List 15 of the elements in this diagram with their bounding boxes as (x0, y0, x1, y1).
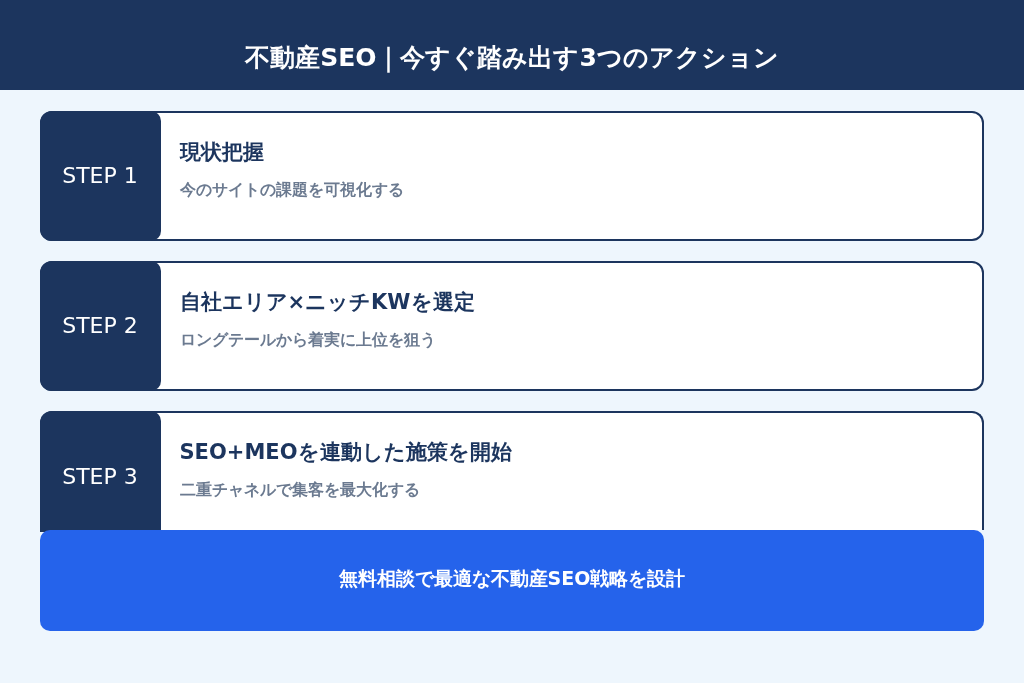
step-card (40, 411, 984, 530)
step-card (40, 261, 984, 391)
step-card (40, 111, 984, 241)
step-badge: STEP 1 (39, 110, 161, 241)
step-title: 自社エリア×ニッチKWを選定 (179, 289, 475, 316)
cta-text: 無料相談で最適な不動産SEO戦略を設計 (338, 566, 686, 591)
step-title: 現状把握 (179, 139, 264, 166)
step-description: 二重チャネルで集客を最大化する (179, 480, 420, 501)
call-to-action-banner (40, 530, 984, 631)
title: 不動産SEO｜今すぐ踏み出す3つのアクション (245, 43, 779, 72)
step-title: SEO+MEOを連動した施策を開始 (179, 439, 512, 466)
step-description: 今のサイトの課題を可視化する (179, 180, 404, 201)
step-badge: STEP 2 (39, 260, 161, 391)
step-badge: STEP 3 (39, 410, 161, 532)
step-description: ロングテールから着実に上位を狙う (179, 330, 436, 351)
